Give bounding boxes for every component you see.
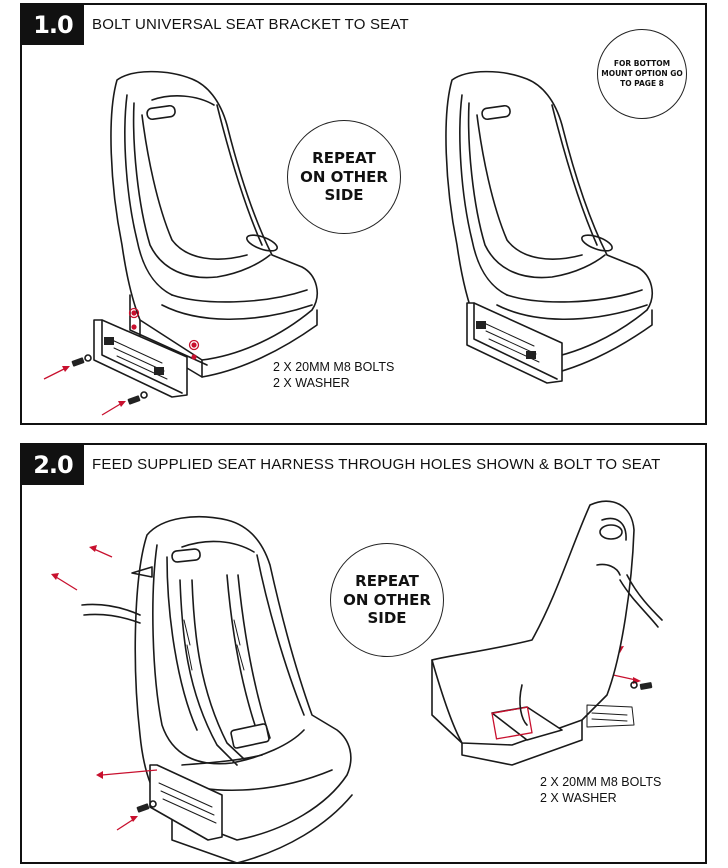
repeat-other-side-note: REPEAT ON OTHER SIDE [287, 120, 401, 234]
bolt-icon [71, 354, 148, 405]
repeat-other-side-note: REPEAT ON OTHER SIDE [330, 543, 444, 657]
step-1-number: 1.0 [22, 5, 84, 45]
step-2-illustration [51, 500, 663, 864]
red-arrow-icon [43, 366, 126, 416]
step-2-number: 2.0 [22, 445, 84, 485]
step-1-panel: 1.0 BOLT UNIVERSAL SEAT BRACKET TO SEAT [20, 3, 707, 425]
step-2-panel: 2.0 FEED SUPPLIED SEAT HARNESS THROUGH H… [20, 443, 707, 864]
parts-item: 2 X WASHER [540, 791, 617, 806]
seat-right-illustration [445, 70, 653, 384]
step-1-parts-list: 2 X 20MM M8 BOLTS 2 X WASHER [273, 359, 394, 392]
bottom-mount-page-note: FOR BOTTOM MOUNT OPTION GO TO PAGE 8 [597, 29, 687, 119]
seat-harness-front-illustration [81, 515, 353, 864]
step-1-title: BOLT UNIVERSAL SEAT BRACKET TO SEAT [92, 16, 409, 33]
step-2-title: FEED SUPPLIED SEAT HARNESS THROUGH HOLES… [92, 456, 661, 473]
parts-item: 2 X 20MM M8 BOLTS [273, 360, 395, 374]
step-2-parts-list: 2 X 20MM M8 BOLTS 2 X WASHER [540, 774, 661, 807]
seat-left-illustration [93, 70, 318, 398]
bolt-icon [136, 800, 157, 813]
parts-item: 2 X WASHER [273, 376, 350, 391]
seat-rear-illustration [431, 500, 663, 766]
bolt-icon [630, 681, 653, 690]
parts-item: 2 X 20MM M8 BOLTS [540, 775, 662, 789]
step-1-illustration [43, 70, 653, 416]
